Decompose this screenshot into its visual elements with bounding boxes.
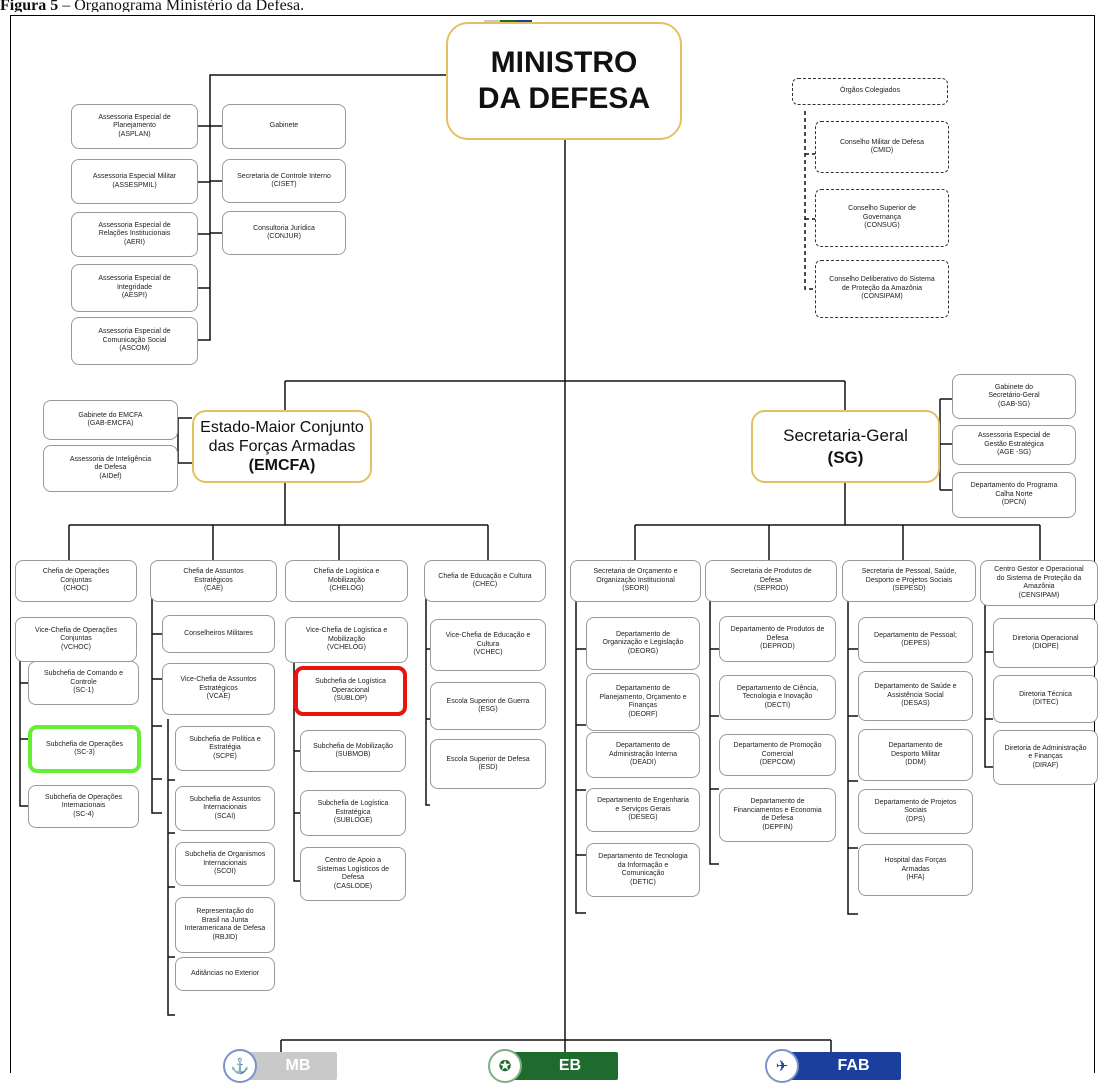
sepesd-ddm: Departamento de Desporto Militar (DDM) xyxy=(858,729,973,781)
force-eb-label: EB xyxy=(558,1057,582,1074)
airforce-emblem-icon: ✈ xyxy=(765,1049,799,1083)
chelog-subloge: Subchefia de Logística Estratégica (SUBL… xyxy=(300,790,406,836)
force-mb-label: MB xyxy=(285,1057,311,1074)
chec-vice: Vice-Chefia de Educação e Cultura (VCHEC… xyxy=(430,619,546,671)
emcfa-aidef: Assessoria de Inteligência de Defesa (AI… xyxy=(43,445,178,492)
cae-scai: Subchefia de Assuntos Internacionais (SC… xyxy=(175,786,275,831)
sepesd-hfa: Hospital das Forças Armadas (HFA) xyxy=(858,844,973,896)
advisory-aeri: Assessoria Especial de Relações Instituc… xyxy=(71,212,198,257)
collegiate-consipam: Conselho Deliberativo do Sistema de Prot… xyxy=(815,260,949,318)
censipam-head: Centro Gestor e Operacional do Sistema d… xyxy=(980,560,1098,606)
sg-box: Secretaria-Geral (SG) xyxy=(751,410,940,483)
seprod-depcom: Departamento de Promoção Comercial (DEPC… xyxy=(719,734,836,776)
cae-conselheiros: Conselheiros Militares xyxy=(162,615,275,653)
cae-vice: Vice-Chefia de Assuntos Estratégicos (VC… xyxy=(162,663,275,715)
seori-deadi: Departamento de Administração Interna (D… xyxy=(586,732,700,778)
choc-head: Chefia de Operações Conjuntas (CHOC) xyxy=(15,560,137,602)
figure-caption: Figura 5 – Organograma Ministério da Def… xyxy=(0,0,305,12)
sepesd-desas: Departamento de Saúde e Assistência Soci… xyxy=(858,671,973,721)
navy-emblem-icon: ⚓ xyxy=(223,1049,257,1083)
advisory-aespi: Assessoria Especial de Integridade (AESP… xyxy=(71,264,198,312)
force-mb-bar: MB xyxy=(245,1052,337,1080)
figure-frame xyxy=(10,15,1095,1073)
minister-box: MINISTRO DA DEFESA xyxy=(446,22,682,140)
choc-sc1: Subchefia de Comando e Controle (SC-1) xyxy=(28,661,139,705)
emcfa-box: Estado-Maior Conjunto das Forças Armadas… xyxy=(192,410,372,483)
cae-rbjid: Representação do Brasil na Junta Interam… xyxy=(175,897,275,953)
chec-esd: Escola Superior de Defesa (ESD) xyxy=(430,739,546,789)
emcfa-name: Estado-Maior Conjunto das Forças Armadas xyxy=(200,419,364,455)
censipam-diope: Diretoria Operacional (DIOPE) xyxy=(993,618,1098,668)
chelog-sublop-highlighted: Subchefia de Logística Operacional (SUBL… xyxy=(294,666,407,716)
seprod-decti: Departamento de Ciência, Tecnologia e In… xyxy=(719,675,836,720)
censipam-ditec: Diretoria Técnica (DITEC) xyxy=(993,675,1098,723)
collegiate-title: Órgãos Colegiados xyxy=(792,78,948,105)
seori-deseg: Departamento de Engenharia e Serviços Ge… xyxy=(586,788,700,832)
sg-abbr: (SG) xyxy=(827,447,864,467)
sepesd-depes: Departamento de Pessoal; (DEPES) xyxy=(858,617,973,663)
chelog-caslode: Centro de Apoio a Sistemas Logísticos de… xyxy=(300,847,406,901)
cae-aditancias: Aditâncias no Exterior xyxy=(175,957,275,991)
collegiate-cmid: Conselho Militar de Defesa (CMID) xyxy=(815,121,949,173)
seori-deorg: Departamento de Organização e Legislação… xyxy=(586,617,700,670)
censipam-diraf: Diretoria de Administração e Finanças (D… xyxy=(993,730,1098,785)
advisory-conjur: Consultoria Jurídica (CONJUR) xyxy=(222,211,346,255)
cae-head: Chefia de Assuntos Estratégicos (CAE) xyxy=(150,560,277,602)
seprod-head: Secretaria de Produtos de Defesa (SEPROD… xyxy=(705,560,837,602)
cae-scpe: Subchefia de Política e Estratégia (SCPE… xyxy=(175,726,275,771)
chec-esg: Escola Superior de Guerra (ESG) xyxy=(430,682,546,730)
collegiate-consug: Conselho Superior de Governança (CONSUG) xyxy=(815,189,949,247)
seori-detic: Departamento de Tecnologia da Informação… xyxy=(586,843,700,897)
chelog-head: Chefia de Logística e Mobilização (CHELO… xyxy=(285,560,408,602)
force-fab-bar: FAB xyxy=(790,1052,901,1080)
sepesd-head: Secretaria de Pessoal, Saúde, Desporto e… xyxy=(842,560,976,602)
choc-sc4: Subchefia de Operações Internacionais (S… xyxy=(28,785,139,828)
emcfa-abbr: (EMCFA) xyxy=(248,457,316,474)
choc-sc3-highlighted: Subchefia de Operações (SC-3) xyxy=(28,725,141,773)
seori-deorf: Departamento de Planejamento, Orçamento … xyxy=(586,673,700,731)
sg-gabinete: Gabinete do Secretário-Geral (GAB-SG) xyxy=(952,374,1076,419)
choc-vice: Vice-Chefia de Operações Conjuntas (VCHO… xyxy=(15,617,137,662)
emcfa-gabinete: Gabinete do EMCFA (GAB-EMCFA) xyxy=(43,400,178,440)
seprod-depfin: Departamento de Financiamentos e Economi… xyxy=(719,788,836,842)
advisory-gabinete: Gabinete xyxy=(222,104,346,149)
chec-head: Chefia de Educação e Cultura (CHEC) xyxy=(424,560,546,602)
force-eb-bar: EB xyxy=(510,1052,618,1080)
chelog-vice: Vice-Chefia de Logística e Mobilização (… xyxy=(285,617,408,663)
advisory-asplan: Assessoria Especial de Planejamento (ASP… xyxy=(71,104,198,149)
force-fab-label: FAB xyxy=(837,1057,870,1074)
chelog-submob: Subchefia de Mobilização (SUBMOB) xyxy=(300,730,406,772)
sg-name: Secretaria-Geral xyxy=(783,425,908,445)
advisory-ascom: Assessoria Especial de Comunicação Socia… xyxy=(71,317,198,365)
sepesd-dps: Departamento de Projetos Sociais (DPS) xyxy=(858,789,973,834)
sg-dpcn: Departamento do Programa Calha Norte (DP… xyxy=(952,472,1076,518)
advisory-assespmil: Assessoria Especial Militar (ASSESPMIL) xyxy=(71,159,198,204)
army-emblem-icon: ✪ xyxy=(488,1049,522,1083)
advisory-ciset: Secretaria de Controle Interno (CISET) xyxy=(222,159,346,203)
seprod-deprod: Departamento de Produtos de Defesa (DEPR… xyxy=(719,616,836,662)
sg-age: Assessoria Especial de Gestão Estratégic… xyxy=(952,425,1076,465)
seori-head: Secretaria de Orçamento e Organização In… xyxy=(570,560,701,602)
cae-scoi: Subchefia de Organismos Internacionais (… xyxy=(175,842,275,886)
